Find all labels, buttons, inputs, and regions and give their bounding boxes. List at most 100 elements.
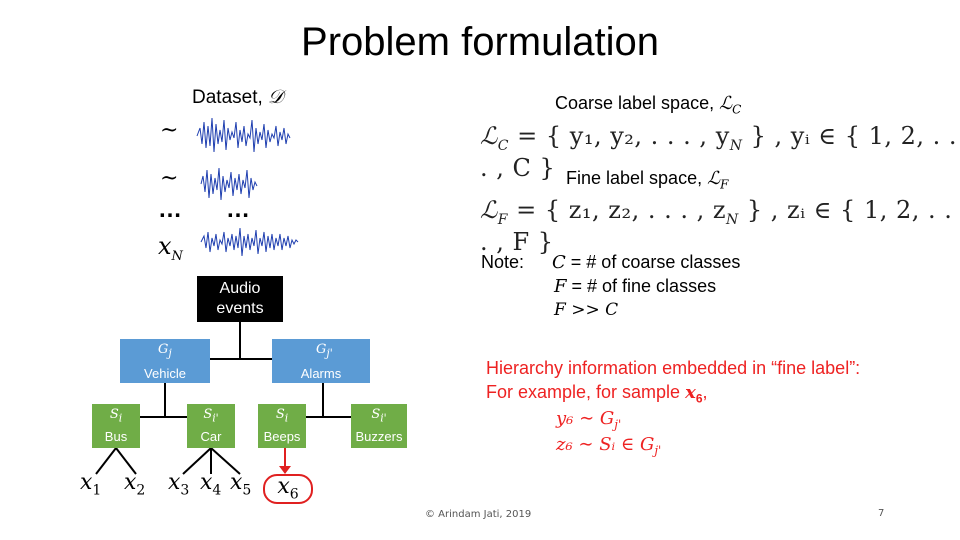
note-line-3: F >> C [554,300,619,320]
coarse-box-vehicle: Gj Vehicle [120,339,210,383]
footer-page-number: 7 [878,508,885,519]
coarse-symbol-sub: j [168,346,172,360]
note-line-2: F = # of fine classes [554,276,716,297]
coarse-box-alarms: Gj' Alarms [272,339,370,383]
sample-x6-highlighted: x6 [263,474,313,504]
sample-x3: x3 [168,470,189,498]
fine-symbol-buzzers: Si' [351,407,407,425]
hierarchy-info-line-2-tail: , [702,382,708,402]
sample-sub: 5 [242,482,252,499]
note-line-2-symbol: F [554,276,567,297]
formula-lhs: ℒ [480,122,498,150]
dataset-label: Dataset, 𝒟 [192,86,283,109]
formula-rhs-tail: } , yᵢ ∈ { 1, 2, . . . , C } [480,122,958,182]
sample-base: x [80,470,93,495]
formula-rhs: = { z₁, z₂, . . . , z [508,196,727,224]
tree-arrow-x6-head [279,466,291,474]
sample-sub: 6 [289,486,299,503]
fine-symbol-sub: i' [212,411,219,425]
sample-base: x [124,470,137,495]
fine-symbol-bus: Si [92,407,140,425]
dataset-x-symbol: x [158,232,172,260]
fine-symbol-beeps: Si [258,407,306,425]
sample-x1: x1 [80,470,101,498]
fine-box-car: Si' Car [187,404,235,448]
fine-label-beeps: Beeps [263,428,301,444]
note-line-1-text: = # of coarse classes [565,252,741,272]
fine-space-label-text: Fine label space, [566,168,703,188]
dataset-row-marker-1: ~ [160,118,179,143]
fine-symbol-car: Si' [187,407,235,425]
coarse-space-symbol: ℒ [719,93,733,114]
coarse-space-label-text: Coarse label space, [555,93,715,113]
formula-lhs: ℒ [480,196,498,224]
fine-space-symbol-sub: F [720,177,729,192]
formula-lhs-sub: F [497,211,509,228]
fine-space-formula: ℒF = { z₁, z₂, . . . , zN } , zᵢ ∈ { 1, … [480,196,960,256]
fine-symbol-letter: S [109,407,119,422]
note-line-1-symbol: C [552,252,566,273]
dataset-row-marker-2: ~ [160,166,179,191]
dataset-n-sub: N [171,248,183,264]
sample-x4: x4 [200,470,221,498]
coarse-space-label: Coarse label space, ℒC [555,93,741,117]
hierarchy-info-line-2-sub: 6 [695,391,703,406]
dataset-row-marker-n: xN [158,232,183,264]
note-line-1: C = # of coarse classes [552,252,740,273]
sample-sub: 4 [212,482,222,499]
audio-events-line2: events [216,300,264,317]
fine-symbol-letter: S [371,407,381,422]
sample-base: x [230,470,243,495]
hierarchy-info-line-2-symbol: x [685,382,696,403]
hierarchy-info-line-3: y₆ ∼ Gj' [556,408,621,432]
sample-x5: x5 [230,470,251,498]
formula-rhs-sub: N [726,211,739,228]
sample-sub: 1 [92,482,102,499]
fine-label-car: Car [200,428,222,444]
hierarchy-info-line-3-sub: j' [614,417,622,432]
formula-rhs: = { y₁, y₂, . . . , y [509,122,730,150]
slide-title: Problem formulation [301,20,659,64]
fine-box-bus: Si Bus [92,404,140,448]
dataset-row-ellipsis: … [158,196,183,223]
coarse-symbol-letter: G [158,342,169,357]
fine-space-symbol: ℒ [707,168,721,189]
fine-symbol-sub: i' [380,411,387,425]
note-label: Note: [481,252,525,272]
waveform-2 [201,168,257,200]
hierarchy-info-line-1: Hierarchy information embedded in “fine … [486,358,861,378]
fine-box-beeps: Si Beeps [258,404,306,448]
hierarchy-info-line-2-text: For example, for sample [486,382,681,402]
fine-symbol-sub: i [284,411,289,425]
hierarchy-info-line-4: z₆ ∼ Sᵢ ∈ Gj' [556,434,661,458]
fine-symbol-sub: i [118,411,123,425]
dataset-mid-ellipsis: … [226,196,251,223]
coarse-space-symbol-sub: C [732,102,742,117]
audio-events-box: Audio events [197,276,283,322]
coarse-label-alarms: Alarms [300,366,342,381]
formula-lhs-sub: C [497,137,510,154]
tree-line-car-x5 [211,448,240,474]
fine-symbol-letter: S [275,407,285,422]
note-line-2-text: = # of fine classes [566,276,717,296]
coarse-symbol-sub: j' [326,346,333,360]
coarse-symbol-letter: G [316,342,327,357]
tree-line-car-x3 [183,448,211,474]
fine-label-bus: Bus [104,428,128,444]
fine-space-label: Fine label space, ℒF [566,168,728,192]
fine-box-buzzers: Si' Buzzers [351,404,407,448]
dataset-symbol: 𝒟 [268,86,284,108]
waveform-1 [197,118,290,152]
hierarchy-info-line-4-text: z₆ ∼ Sᵢ ∈ G [556,434,655,455]
sample-sub: 2 [136,482,146,499]
coarse-space-formula: ℒC = { y₁, y₂, . . . , yN } , yᵢ ∈ { 1, … [480,122,960,182]
hierarchy-info-line-2: For example, for sample x6, [486,382,708,406]
audio-events-line1: Audio [219,280,261,297]
sample-sub: 3 [180,482,190,499]
tree-line-bus-x1 [96,448,116,474]
formula-rhs-tail: } , zᵢ ∈ { 1, 2, . . . , F } [480,196,953,256]
footer-copyright: © Arindam Jati, 2019 [425,509,532,520]
sample-base: x [277,474,290,499]
coarse-symbol-alarms: Gj' [316,342,333,360]
